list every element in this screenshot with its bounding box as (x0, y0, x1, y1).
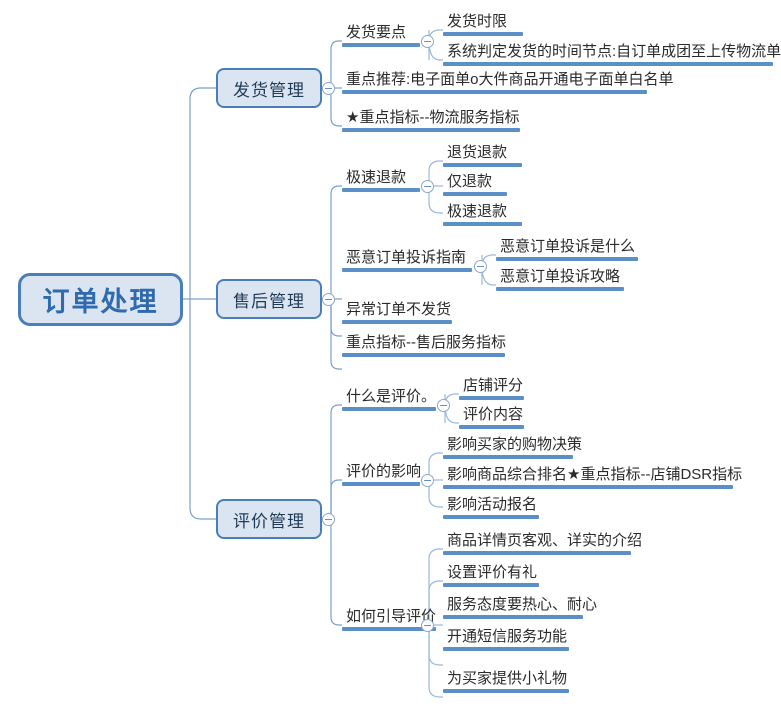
topic-yichangdingdanbufahuo[interactable]: 异常订单不发货 (342, 302, 453, 324)
topic-label: 开通短信服务功能 (447, 628, 568, 645)
collapse-minus-icon[interactable] (474, 260, 487, 273)
topic-label: 设置评价有礼 (447, 564, 538, 581)
topic-label: 恶意订单投诉攻略 (500, 268, 621, 285)
topic-pingjianeirong[interactable]: 评价内容 (459, 407, 525, 429)
topic-underline (443, 222, 522, 226)
topic-underline (443, 485, 733, 489)
topic-label: 评价的影响 (346, 463, 422, 480)
topic-label: 什么是评价。 (346, 388, 437, 405)
topic-underline (443, 192, 507, 196)
topic-underline (443, 32, 523, 36)
topic-label: ★重点指标--物流服务指标 (346, 109, 520, 126)
topic-underline (342, 43, 420, 47)
topic-eyidingdantousugonglue[interactable]: 恶意订单投诉攻略 (496, 269, 624, 291)
topic-label: 商品详情页客观、详实的介绍 (447, 532, 643, 549)
topic-label: 服务态度要热心、耐心 (447, 596, 598, 613)
topic-label: 影响商品综合排名★重点指标--店铺DSR指标 (447, 466, 743, 483)
topic-label: 恶意订单投诉指南 (346, 249, 467, 266)
topic-underline (443, 551, 631, 555)
topic-jisutuikuan-child[interactable]: 极速退款 (443, 204, 522, 226)
topic-underline (342, 627, 436, 631)
topic-underline (443, 62, 773, 66)
branch-node-fahuoguanli[interactable]: 发货管理 (216, 68, 322, 108)
topic-label: 系统判定发货的时间节点:自订单成团至上传物流单号 (447, 43, 781, 60)
topic-label: 评价内容 (463, 406, 524, 423)
topic-tuihuotuikuan[interactable]: 退货退款 (443, 145, 522, 167)
topic-underline (342, 90, 647, 94)
topic-underline (443, 583, 539, 587)
topic-underline (443, 647, 569, 651)
root-node[interactable]: 订单处理 (18, 273, 183, 326)
topic-fahuoyaodian[interactable]: 发货要点 (342, 25, 420, 47)
topic-underline (443, 689, 569, 693)
topic-underline (342, 128, 520, 132)
topic-label: 影响买家的购物决策 (447, 436, 583, 453)
branch-node-pingjiaguanli[interactable]: 评价管理 (216, 499, 322, 539)
collapse-minus-icon[interactable] (421, 619, 434, 632)
topic-label: 重点推荐:电子面单o大件商品开通电子面单白名单 (346, 71, 674, 88)
branch-node-label: 售后管理 (233, 291, 305, 311)
topic-underline (459, 396, 524, 400)
topic-underline (443, 615, 583, 619)
topic-underline (342, 353, 505, 357)
topic-yingxianghuodongbaoming[interactable]: 影响活动报名 (443, 497, 539, 519)
root-node-label: 订单处理 (42, 287, 159, 317)
topic-label: 发货要点 (346, 24, 407, 41)
topic-underline (496, 257, 638, 261)
topic-underline (342, 320, 452, 324)
collapse-minus-icon[interactable] (322, 513, 335, 526)
topic-fuwutaidu[interactable]: 服务态度要热心、耐心 (443, 597, 599, 619)
topic-label: 极速退款 (346, 169, 407, 186)
topic-weimaijiatigong[interactable]: 为买家提供小礼物 (443, 671, 569, 693)
topic-zhongdiantuijian[interactable]: 重点推荐:电子面单o大件商品开通电子面单白名单 (342, 72, 676, 94)
collapse-minus-icon[interactable] (322, 293, 335, 306)
topic-shouhoufuwuzhibiao[interactable]: 重点指标--售后服务指标 (342, 335, 508, 357)
collapse-minus-icon[interactable] (421, 180, 434, 193)
topic-wuliufuwuzhibiao[interactable]: ★重点指标--物流服务指标 (342, 110, 521, 132)
topic-fahuoshixian[interactable]: 发货时限 (443, 14, 523, 36)
topic-shenmeshipingjia[interactable]: 什么是评价。 (342, 389, 438, 411)
topic-label: 如何引导评价 (346, 608, 437, 625)
topic-jintuikuan[interactable]: 仅退款 (443, 174, 507, 196)
topic-label: 为买家提供小礼物 (447, 670, 568, 687)
topic-label: 极速退款 (447, 203, 508, 220)
topic-pingjiadeyingxiang[interactable]: 评价的影响 (342, 464, 423, 486)
topic-underline (443, 515, 539, 519)
topic-underline (443, 163, 522, 167)
topic-eyidingdantousushishenme[interactable]: 恶意订单投诉是什么 (496, 239, 638, 261)
topic-label: 影响活动报名 (447, 496, 538, 513)
topic-label: 恶意订单投诉是什么 (500, 238, 636, 255)
topic-dianpupingfen[interactable]: 店铺评分 (459, 378, 525, 400)
topic-underline (342, 268, 472, 272)
collapse-minus-icon[interactable] (322, 82, 335, 95)
topic-label: 店铺评分 (463, 377, 524, 394)
collapse-minus-icon[interactable] (421, 35, 434, 48)
topic-yingxiangshangpin[interactable]: 影响商品综合排名★重点指标--店铺DSR指标 (443, 467, 744, 489)
topic-xitongpanding[interactable]: 系统判定发货的时间节点:自订单成团至上传物流单号 (443, 44, 781, 66)
branch-node-shouhouguanli[interactable]: 售后管理 (216, 279, 322, 319)
topic-underline (443, 455, 573, 459)
topic-label: 发货时限 (447, 13, 508, 30)
topic-label: 退货退款 (447, 144, 508, 161)
collapse-minus-icon[interactable] (437, 399, 450, 412)
topic-ruheyindaopingjia[interactable]: 如何引导评价 (342, 609, 438, 631)
topic-underline (342, 188, 420, 192)
branch-node-label: 发货管理 (233, 80, 305, 100)
topic-eyidingdantousuzhinan[interactable]: 恶意订单投诉指南 (342, 250, 472, 272)
branch-node-label: 评价管理 (233, 511, 305, 531)
topic-underline (459, 425, 524, 429)
collapse-minus-icon[interactable] (421, 474, 434, 487)
topic-label: 仅退款 (447, 173, 493, 190)
topic-yingxiangmaijia[interactable]: 影响买家的购物决策 (443, 437, 584, 459)
topic-label: 异常订单不发货 (346, 301, 452, 318)
topic-underline (342, 482, 420, 486)
topic-kaitongduanxin[interactable]: 开通短信服务功能 (443, 629, 569, 651)
topic-underline (342, 407, 436, 411)
topic-shangpinxiangqingye[interactable]: 商品详情页客观、详实的介绍 (443, 533, 644, 555)
topic-shezhipingjiayouli[interactable]: 设置评价有礼 (443, 565, 539, 587)
topic-label: 重点指标--售后服务指标 (346, 334, 506, 351)
topic-jisutuikuan[interactable]: 极速退款 (342, 170, 420, 192)
topic-underline (496, 287, 624, 291)
